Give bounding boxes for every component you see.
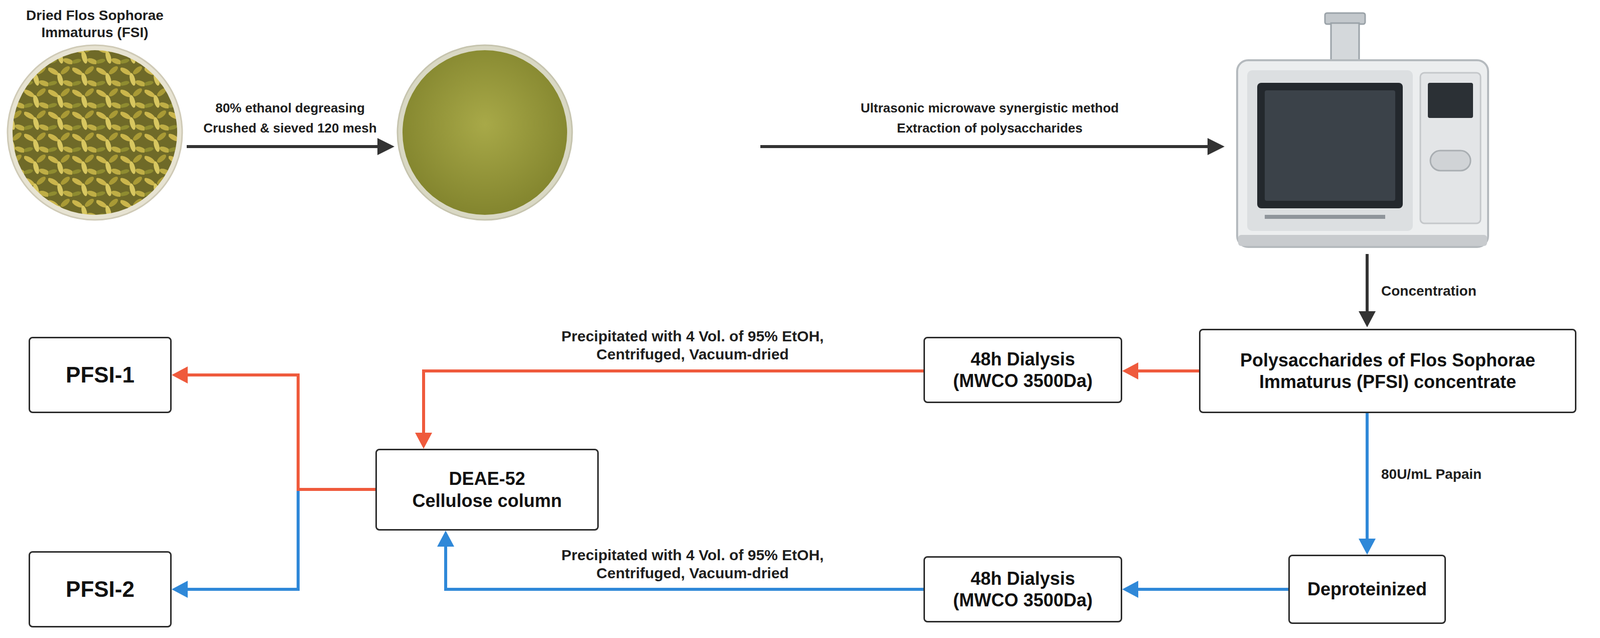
process-box: DEAE-52 Cellulose column bbox=[375, 448, 599, 531]
connector-line bbox=[1138, 369, 1199, 373]
connector bbox=[1122, 362, 1199, 380]
dried-flowers-photo bbox=[12, 50, 178, 215]
petri-dish bbox=[7, 45, 183, 220]
connector-line bbox=[187, 489, 376, 590]
connector-line bbox=[1138, 587, 1289, 591]
machine-base bbox=[1238, 234, 1488, 246]
box-text: PFSI-2 bbox=[65, 576, 135, 603]
process-box: Polysaccharides of Flos Sophorae Immatur… bbox=[1198, 328, 1577, 414]
connector-line bbox=[187, 374, 376, 490]
box-text: PFSI-1 bbox=[65, 361, 135, 389]
step-label: Concentration bbox=[1379, 282, 1479, 300]
process-arrow bbox=[760, 145, 1209, 149]
connector bbox=[437, 530, 924, 590]
connector bbox=[1358, 413, 1376, 555]
step-label: Crushed & sieved 120 mesh bbox=[201, 120, 379, 137]
arrow-head bbox=[1122, 580, 1139, 598]
machine-badge bbox=[1264, 214, 1386, 219]
connector bbox=[171, 366, 376, 490]
process-arrow bbox=[1365, 253, 1369, 313]
step-label: Extraction of polysaccharides bbox=[894, 120, 1085, 137]
arrow-head bbox=[1358, 311, 1376, 328]
connector bbox=[171, 489, 376, 598]
machine-window bbox=[1264, 90, 1396, 201]
box-text: 48h Dialysis (MWCO 3500Da) bbox=[947, 567, 1099, 611]
box-text: 48h Dialysis (MWCO 3500Da) bbox=[947, 348, 1099, 392]
machine-button bbox=[1430, 150, 1471, 171]
process-box: 48h Dialysis (MWCO 3500Da) bbox=[923, 556, 1123, 623]
box-text: Deproteinized bbox=[1307, 578, 1427, 600]
process-box: Deproteinized bbox=[1288, 554, 1446, 624]
step-label: 80% ethanol degreasing bbox=[213, 100, 367, 116]
petri-dish bbox=[397, 45, 573, 220]
connector-line bbox=[423, 370, 924, 433]
arrow-head bbox=[437, 530, 455, 547]
process-box: 48h Dialysis (MWCO 3500Da) bbox=[923, 336, 1123, 404]
arrow-head bbox=[415, 432, 433, 449]
connector bbox=[415, 370, 924, 449]
machine-screen bbox=[1427, 82, 1474, 118]
arrow-head bbox=[1358, 538, 1376, 555]
product-box: PFSI-1 bbox=[28, 336, 172, 414]
box-text: Polysaccharides of Flos Sophorae Immatur… bbox=[1227, 349, 1549, 393]
process-arrow bbox=[186, 145, 379, 149]
image-title: Dried Flos Sophorae Immaturus (FSI) bbox=[7, 7, 183, 41]
arrow-head bbox=[1122, 362, 1139, 380]
machine-bezel bbox=[1247, 70, 1413, 231]
machine-door bbox=[1257, 82, 1403, 209]
edge-label: 80U/mL Papain bbox=[1379, 465, 1484, 483]
product-box: PFSI-2 bbox=[28, 551, 172, 628]
machine-body bbox=[1237, 60, 1489, 247]
edge-label: Precipitated with 4 Vol. of 95% EtOH, Ce… bbox=[535, 546, 851, 583]
arrow-head bbox=[377, 138, 395, 156]
machine-panel bbox=[1420, 72, 1481, 224]
arrow-head bbox=[171, 580, 188, 598]
connector bbox=[1122, 580, 1289, 598]
machine-chimney bbox=[1330, 23, 1360, 64]
connector-line bbox=[445, 546, 924, 590]
edge-label: Precipitated with 4 Vol. of 95% EtOH, Ce… bbox=[535, 327, 851, 364]
arrow-head bbox=[1207, 138, 1225, 156]
powder-photo bbox=[402, 50, 568, 215]
step-label: Ultrasonic microwave synergistic method bbox=[858, 100, 1121, 116]
connector-line bbox=[1365, 413, 1369, 539]
arrow-head bbox=[171, 366, 188, 384]
box-text: DEAE-52 Cellulose column bbox=[409, 467, 566, 511]
